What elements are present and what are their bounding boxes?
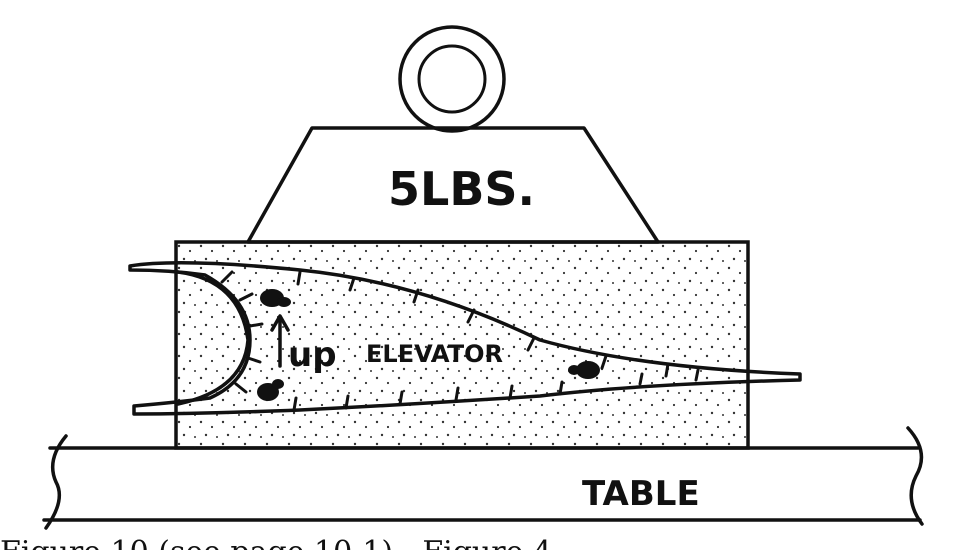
- arrow-label: up: [288, 335, 337, 375]
- left-dome: [176, 270, 250, 406]
- lifting-ring: [398, 25, 506, 133]
- bottom-edge-ticks: [292, 368, 700, 412]
- particles: [257, 289, 600, 401]
- up-arrow: [270, 314, 290, 368]
- top-edge-ticks: [296, 270, 670, 378]
- figure-caption: Figure 10 (see page 10-1) - Figure 4: [0, 535, 552, 550]
- dome-ticks: [220, 270, 264, 394]
- elevator-bag: [128, 261, 802, 416]
- table-label: TABLE: [582, 474, 700, 514]
- weight-label: 5LBS.: [388, 162, 535, 216]
- table: [42, 426, 924, 530]
- chamber-label: ELEVATOR: [366, 340, 503, 368]
